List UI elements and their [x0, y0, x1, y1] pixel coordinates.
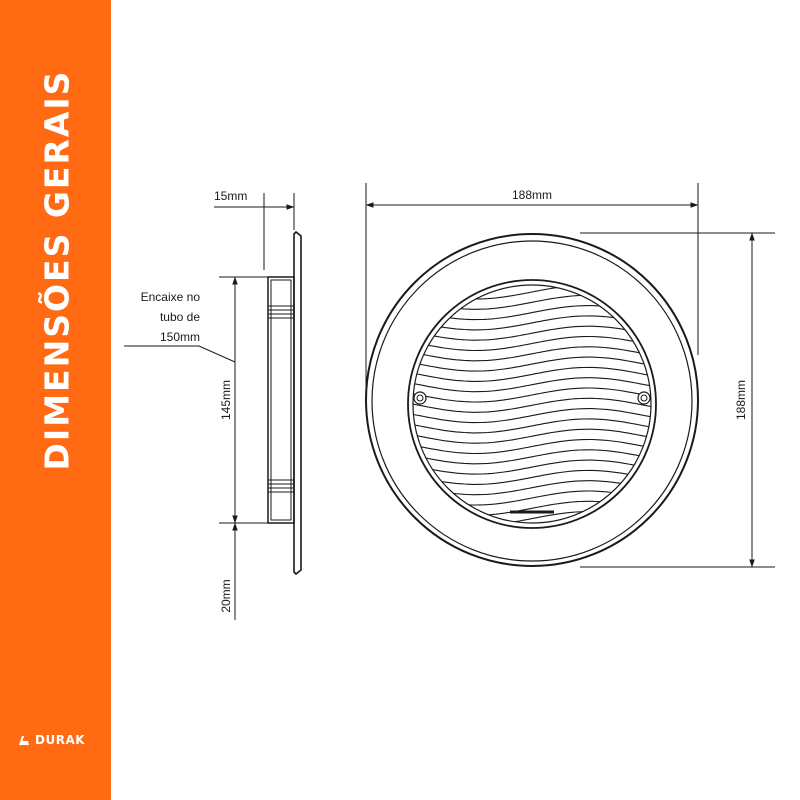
- louver-line: [413, 469, 651, 485]
- flange-plate: [293, 230, 302, 576]
- louver-line: [413, 294, 651, 310]
- louver-line: [413, 346, 651, 362]
- louver-line: [413, 428, 651, 444]
- louver-line: [413, 285, 651, 300]
- louver-line: [413, 459, 651, 475]
- brand-name: DURAK: [35, 733, 86, 747]
- louver-line: [413, 397, 651, 413]
- flange-depth-label: 15mm: [214, 189, 247, 203]
- collar-ribs: [268, 305, 294, 493]
- durak-logo-icon: [19, 736, 29, 745]
- brand-logo: DURAK: [18, 733, 85, 747]
- side-view: 15mm 145mm 20mm Encaixe no tubo de 150mm: [124, 189, 302, 620]
- pipe-label-line2: tubo de: [160, 310, 200, 324]
- pipe-label-line1: Encaixe no: [141, 290, 201, 304]
- front-height-label: 188mm: [734, 380, 748, 420]
- grill-louvers: [413, 285, 651, 523]
- louver-line: [413, 366, 651, 382]
- pipe-leader-line: [124, 345, 236, 363]
- louver-line: [413, 305, 651, 321]
- offset-height-label: 20mm: [219, 579, 233, 612]
- louver-line: [413, 438, 651, 455]
- front-view: 188mm 188mm: [365, 183, 775, 568]
- sidebar: DIMENSÕES GERAIS DURAK: [0, 0, 111, 800]
- body-height-label: 145mm: [219, 380, 233, 420]
- pipe-label-line3: 150mm: [160, 330, 200, 344]
- grill-frame-outer: [407, 279, 657, 529]
- louver-line: [413, 335, 651, 352]
- screw-right: [637, 391, 651, 405]
- front-width-label: 188mm: [512, 188, 552, 202]
- louver-line: [413, 377, 651, 393]
- louver-line: [413, 325, 651, 341]
- louver-line: [413, 387, 651, 403]
- collar-body: [267, 276, 295, 524]
- collar-inner: [270, 279, 292, 521]
- louver-line: [413, 356, 651, 372]
- louver-line: [413, 408, 651, 424]
- screw-left: [413, 391, 427, 405]
- louver-line: [413, 449, 651, 465]
- outer-rim-inner: [371, 240, 693, 562]
- louver-line: [413, 418, 651, 434]
